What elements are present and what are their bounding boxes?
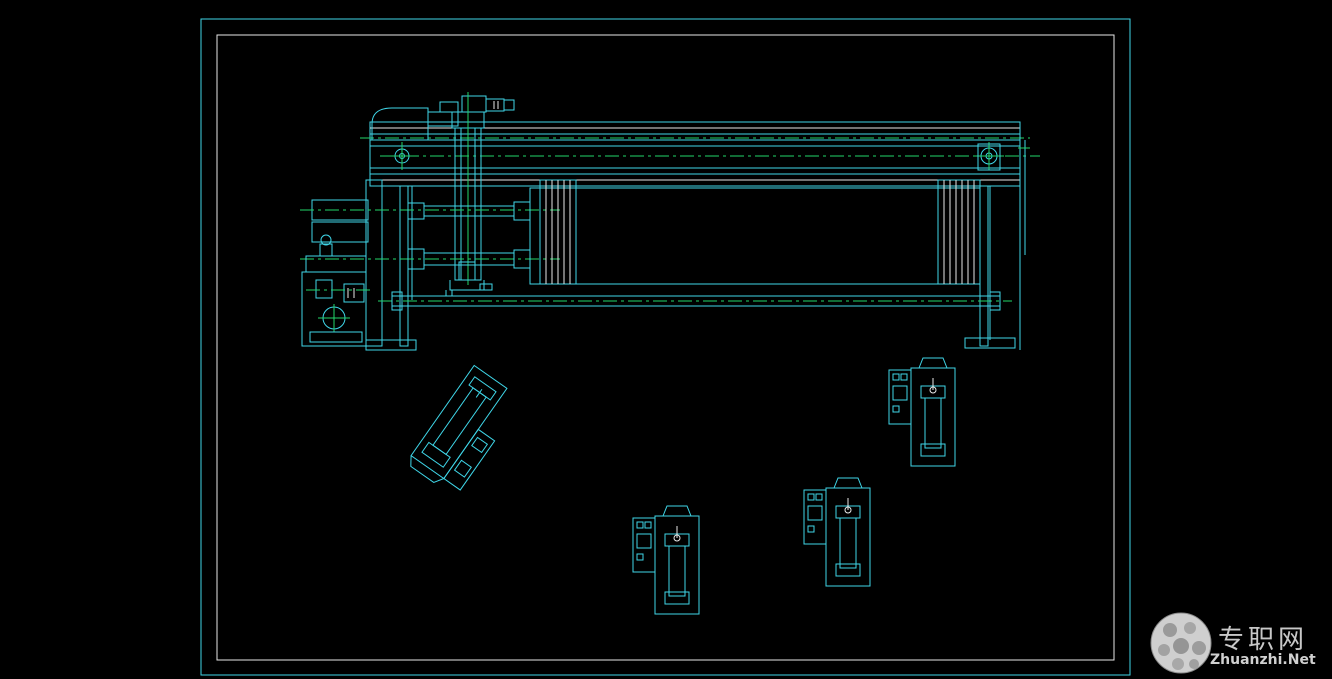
beam-left-drive bbox=[371, 101, 459, 170]
watermark-en-text: Zhuanzhi.Net bbox=[1210, 652, 1316, 668]
upright-unit-1 bbox=[888, 357, 956, 467]
roller-shafts bbox=[300, 199, 560, 270]
drum-body bbox=[529, 179, 1016, 349]
outer-frame bbox=[200, 18, 1131, 676]
left-frame-columns bbox=[365, 179, 417, 351]
top-beam bbox=[360, 121, 1040, 350]
main-machine-assembly bbox=[300, 92, 1040, 351]
tilted-unit bbox=[410, 364, 508, 491]
upright-unit-2 bbox=[803, 477, 871, 587]
watermark-cn-text: 专职网 bbox=[1218, 625, 1309, 655]
watermark-globe-logo bbox=[1150, 612, 1212, 674]
beam-right-pulley bbox=[974, 142, 1004, 171]
bottom-shaft bbox=[378, 291, 1012, 311]
inner-frame bbox=[216, 34, 1115, 661]
upright-unit-3 bbox=[632, 505, 700, 615]
left-motor-unit bbox=[301, 234, 372, 347]
